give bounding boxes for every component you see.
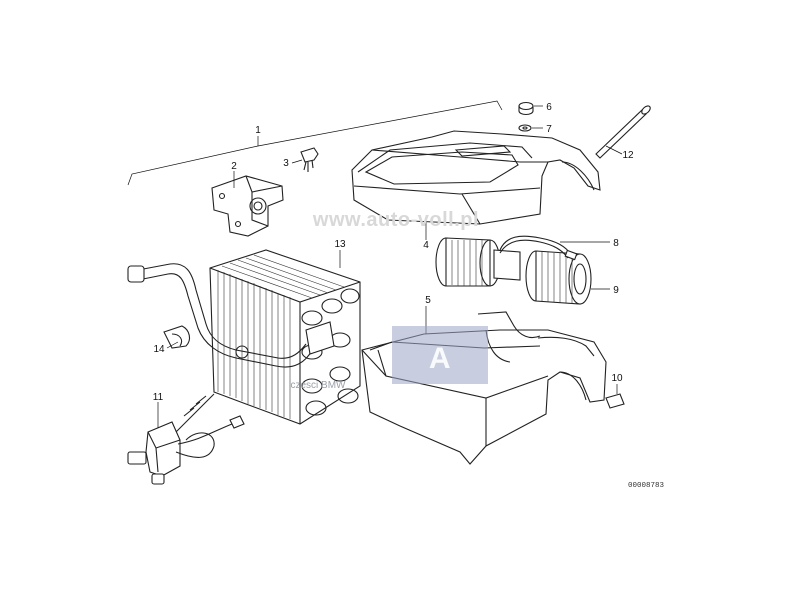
hose-clamp-part [163, 325, 191, 349]
callout-6: 6 [546, 102, 552, 113]
callout-10: 10 [611, 373, 623, 384]
watermark-secondary: czesci BMW [291, 380, 347, 391]
rod-part [595, 105, 651, 159]
washer-part [518, 124, 543, 132]
mounting-bracket-part [211, 171, 284, 237]
callout-13: 13 [334, 239, 346, 250]
callout-7: 7 [546, 124, 552, 135]
nut-part [518, 101, 543, 116]
callout-4: 4 [423, 240, 429, 251]
wire-harness-part [499, 235, 610, 261]
watermark-url: www.auto-voll.pl [312, 209, 479, 231]
evaporator-part [209, 249, 361, 425]
callout-1: 1 [255, 125, 261, 136]
callout-labels: 1 2 3 4 5 6 7 8 9 10 11 12 13 14 [153, 102, 634, 403]
assembly-bracket [127, 100, 503, 186]
callout-12: 12 [622, 150, 634, 161]
callout-14: 14 [153, 344, 165, 355]
clip-part [291, 147, 319, 172]
watermark-letter: A [429, 342, 451, 375]
blower-fan-part [435, 237, 610, 305]
callout-11: 11 [153, 392, 164, 403]
grommet-part [605, 384, 625, 409]
refrigerant-line-part [127, 263, 335, 368]
watermark-box [392, 326, 488, 384]
callout-8: 8 [613, 238, 619, 249]
upper-housing-part [351, 130, 601, 240]
callout-5: 5 [425, 295, 431, 306]
callout-2: 2 [231, 161, 237, 172]
expansion-valve-part [127, 393, 245, 485]
callout-3: 3 [283, 158, 289, 169]
document-number: 00008783 [628, 482, 665, 490]
callout-9: 9 [613, 285, 619, 296]
watermark: A www.auto-voll.pl czesci BMW [291, 209, 488, 391]
